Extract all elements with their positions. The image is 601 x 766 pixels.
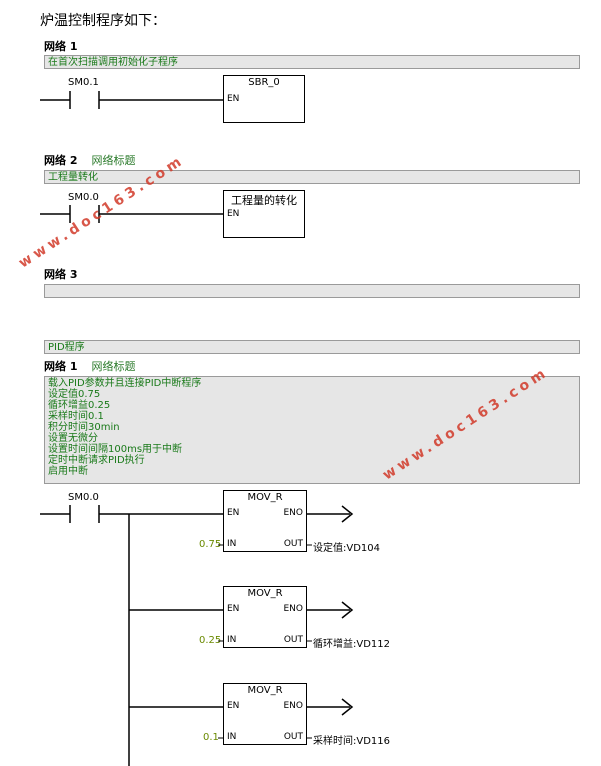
mov-r-title: MOV_R [247, 588, 283, 599]
comment-line: 设置时间间隔100ms用于中断 [48, 444, 183, 455]
sbr0-box[interactable]: SBR_0 EN [223, 75, 305, 123]
comment-line: 采样时间0.1 [48, 411, 104, 422]
eno-pin: ENO [283, 701, 303, 711]
en-pin: EN [227, 701, 240, 711]
pid-comment-block[interactable]: 载入PID参数并且连接PID中断程序 设定值0.75 循环增益0.25 采样时间… [44, 376, 580, 484]
out-pin: OUT [283, 539, 303, 549]
out-value-2: 循环增益:VD112 [313, 639, 390, 650]
en-pin: EN [227, 604, 240, 614]
mov-r-title: MOV_R [247, 685, 283, 696]
out-pin: OUT [283, 732, 303, 742]
in-pin: IN [227, 732, 237, 742]
network-label-text: 网络 1 [44, 360, 78, 373]
conversion-box[interactable]: 工程量的转化 EN [223, 190, 305, 238]
comment-line: 启用中断 [48, 466, 88, 477]
mov-r-block-1[interactable]: MOV_R EN ENO IN OUT [223, 490, 307, 552]
mov-r-title: MOV_R [247, 492, 283, 503]
eno-pin: ENO [283, 604, 303, 614]
network-label-text: 网络 2 [44, 154, 78, 167]
network-3-label: 网络 3 [44, 266, 77, 282]
in-value-2: 0.25 [199, 635, 222, 646]
comment-line: 积分时间30min [48, 422, 120, 433]
contact-sm01-label: SM0.1 [68, 77, 99, 88]
mov-r-block-3[interactable]: MOV_R EN ENO IN OUT [223, 683, 307, 745]
page-title: 炉温控制程序如下： [40, 13, 166, 29]
comment-line: 定时中断请求PID执行 [48, 455, 145, 466]
network-1-label: 网络 1 [44, 38, 77, 54]
sbr0-en-pin: EN [227, 94, 240, 104]
out-value-3: 采样时间:VD116 [313, 736, 390, 747]
network-label-text: 网络 3 [44, 268, 78, 281]
in-value-3: 0.1 [203, 732, 219, 743]
network-3-comment[interactable] [44, 284, 580, 298]
in-pin: IN [227, 635, 237, 645]
arrow-head [341, 698, 354, 716]
conversion-title: 工程量的转化 [231, 194, 297, 207]
pid-contact-sm00-label: SM0.0 [68, 492, 99, 503]
pid-network-1-label: 网络 1 网络标题 [44, 358, 135, 374]
comment-line: 载入PID参数并且连接PID中断程序 [48, 378, 202, 389]
conversion-en-pin: EN [227, 209, 240, 219]
network-2-comment[interactable]: 工程量转化 [44, 170, 580, 184]
arrow-head [341, 601, 354, 619]
in-value-1: 0.75 [199, 539, 222, 550]
out-pin: OUT [283, 635, 303, 645]
en-pin: EN [227, 508, 240, 518]
eno-pin: ENO [283, 508, 303, 518]
sbr0-title: SBR_0 [248, 77, 280, 88]
network-subtitle: 网络标题 [91, 154, 136, 167]
in-pin: IN [227, 539, 237, 549]
mov-r-block-2[interactable]: MOV_R EN ENO IN OUT [223, 586, 307, 648]
network-label-text: 网络 1 [44, 40, 78, 53]
contact-sm00-label: SM0.0 [68, 192, 99, 203]
comment-line: 设置无微分 [48, 433, 98, 444]
network-subtitle: 网络标题 [91, 360, 136, 373]
pid-section-header[interactable]: PID程序 [44, 340, 580, 354]
comment-line: 设定值0.75 [48, 389, 101, 400]
network-1-comment[interactable]: 在首次扫描调用初始化子程序 [44, 55, 580, 69]
network-2-label: 网络 2 网络标题 [44, 152, 135, 168]
arrow-head [341, 505, 354, 523]
comment-line: 循环增益0.25 [48, 400, 111, 411]
out-value-1: 设定值:VD104 [313, 543, 380, 554]
